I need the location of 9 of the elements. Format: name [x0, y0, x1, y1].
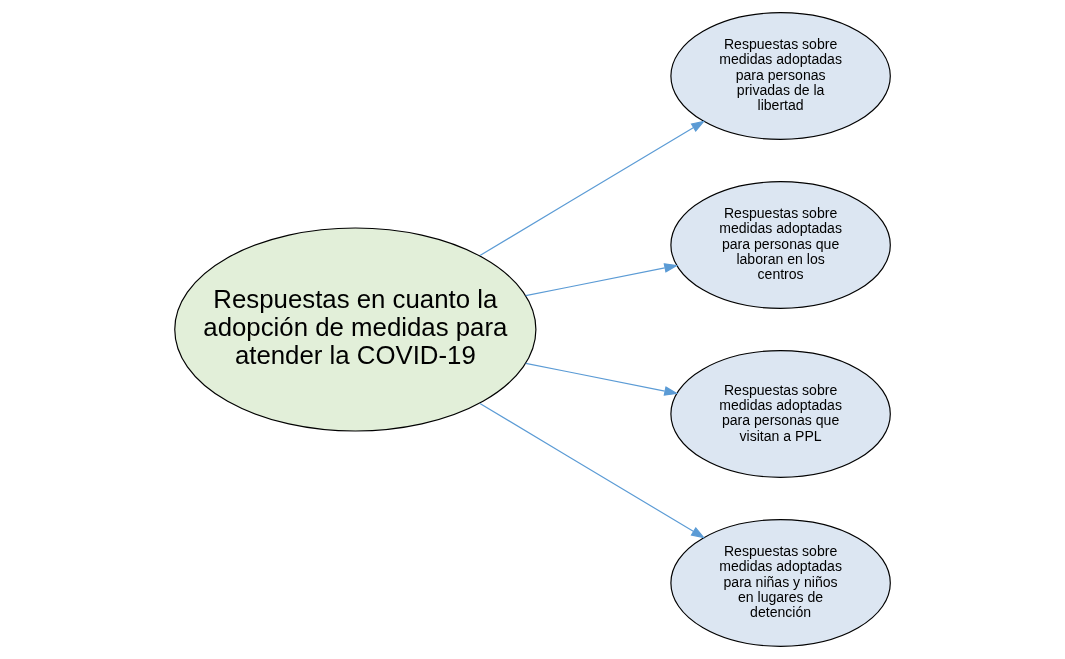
node-ellipse: Respuestas sobre medidas adoptadas para personas que laboran en los centros [670, 181, 891, 309]
node-ellipse: Respuestas en cuanto la adopción de medidas para atender la COVID-19 [174, 227, 537, 432]
arrow [479, 120, 706, 257]
arrow [525, 263, 679, 297]
node-ellipse: Respuestas sobre medidas adoptadas para niñas y niños en lugares de detención [670, 519, 891, 647]
node-ellipse: Respuestas sobre medidas adoptadas para personas privadas de la libertad [670, 12, 891, 140]
node-ellipse: Respuestas sobre medidas adoptadas para personas que visitan a PPL [670, 350, 891, 478]
arrow [525, 362, 679, 396]
arrow [479, 402, 706, 539]
